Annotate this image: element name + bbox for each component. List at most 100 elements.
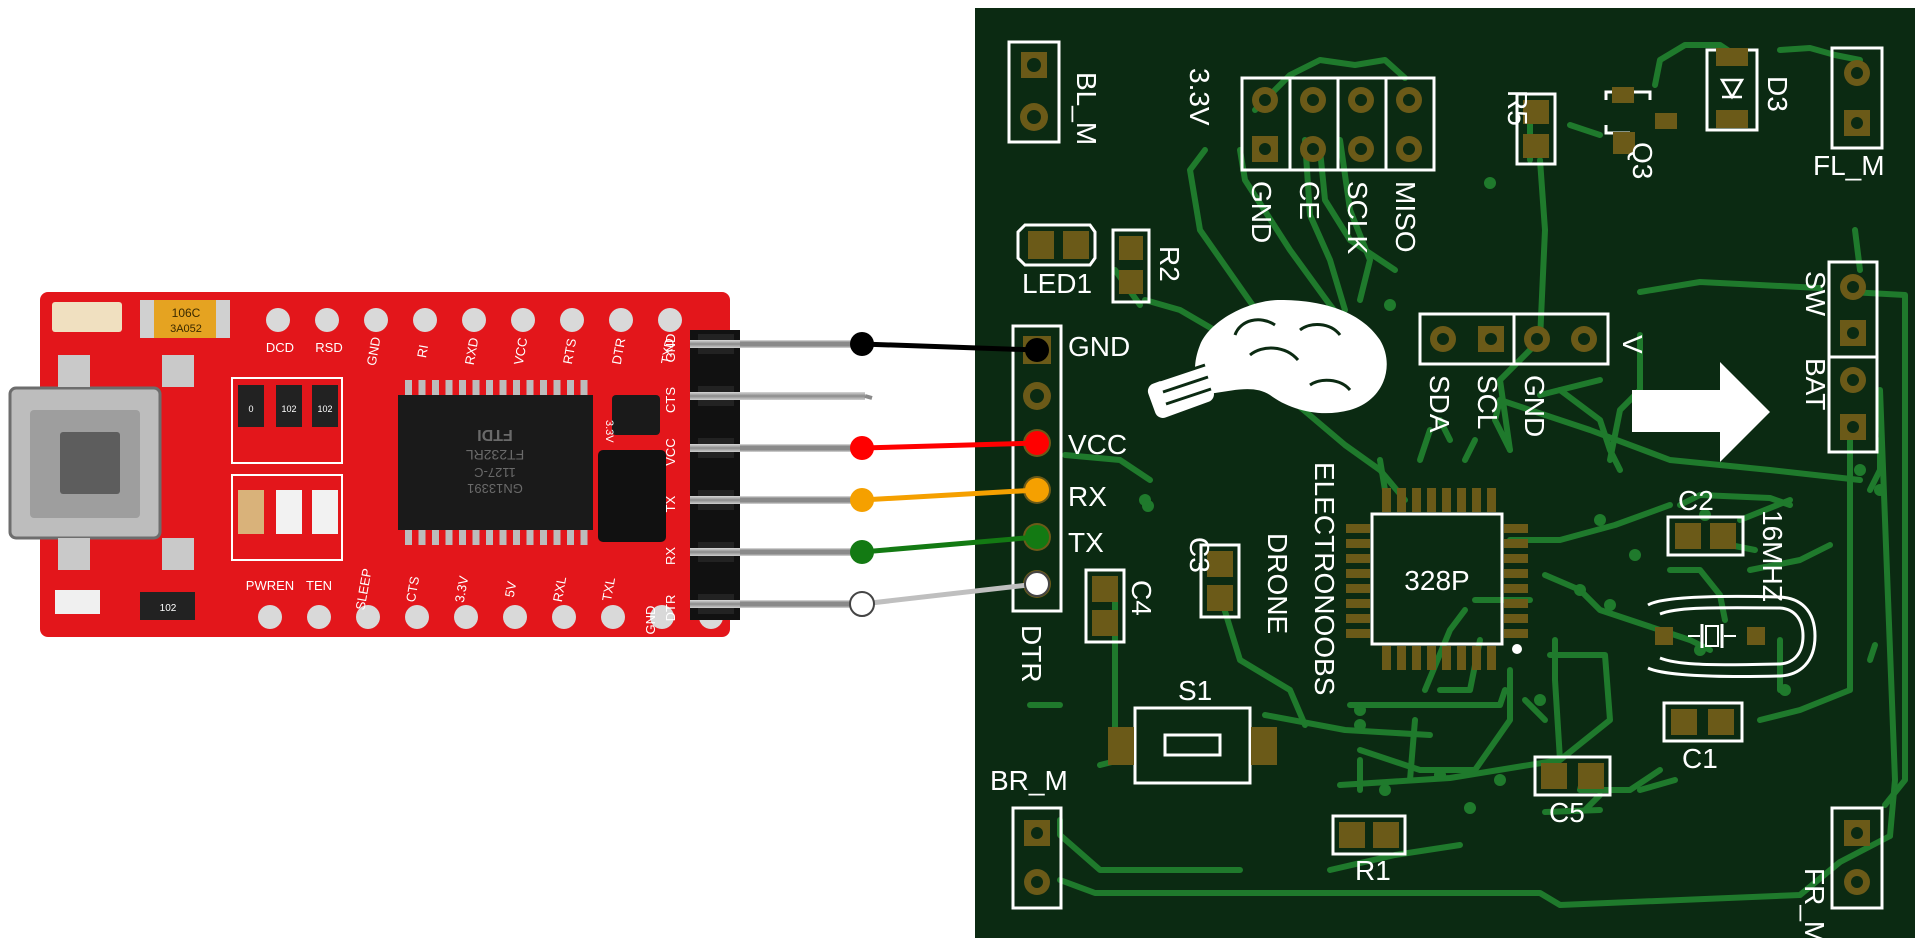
ftdi-header-extra-label: GND [643,606,658,635]
atmega-pad [1382,646,1391,670]
s1-label: S1 [1178,675,1212,706]
atmega-pad [1397,488,1406,512]
chip-leg [432,380,439,398]
ftdi-resistor-group: 0 102 102 [231,377,343,561]
chip-leg [472,380,480,398]
ftdi-header [690,330,865,620]
lightbulb-logo-icon [1147,300,1387,418]
c2-label: C2 [1678,485,1714,516]
chip-leg [526,380,534,398]
v-label: V [1617,335,1648,354]
ftdi-top-pin-label: RTS [560,337,579,365]
atmega-pad [1412,488,1421,512]
fr-m-connector [1830,806,1884,910]
top-pin-hole [315,308,339,332]
wire-end-dot-dtr [1024,571,1050,597]
c2-capacitor [1666,515,1745,557]
ftdi-top-pin-label: RI [414,344,431,359]
atmega-pad [1346,539,1370,548]
bottom-pin-hole [405,605,429,629]
ftdi-bottom-pin-label: PWREN [246,578,294,593]
chip-leg [405,527,412,545]
ftdi-header-pin-label: TX [663,495,678,512]
ftdi-top-pin-label: RXD [462,336,482,366]
pcb-body [975,8,1915,938]
res-code-0: 0 [248,404,253,414]
i2c-gnd-label: GND [1519,375,1550,437]
wire-end-dot-vcc [1025,431,1049,455]
r1-label: R1 [1355,855,1391,886]
top-pin-hole [658,308,682,332]
s1-switch [1108,706,1277,785]
pcb-gnd-label: GND [1068,331,1130,362]
chip-leg [432,527,439,545]
c4-label: C4 [1126,580,1157,616]
ftdi-bottom-pin-label: TEN [306,578,332,593]
wire-dot-rx [850,488,874,512]
wire-dot-gnd [850,332,874,356]
top-pin-hole [462,308,486,332]
bl-m-connector [1007,40,1061,144]
chip-leg [513,380,520,398]
spi-header [1240,76,1436,172]
atmega-pad [1427,488,1436,512]
top-pin-hole [413,308,437,332]
chip-leg [499,380,507,398]
bottom-pin-hole [356,605,380,629]
q3-label: Q3 [1627,142,1658,179]
wire-dot-vcc [850,436,874,460]
atmega-pad [1427,646,1436,670]
top-pin-hole [609,308,633,332]
sclk-label: SCLK [1342,181,1373,254]
chip-leg [405,380,412,398]
chip-328p-label: 328P [1404,565,1469,596]
chip-leg [540,527,547,545]
drone-pcb: BL_M 3.3V GND CE SCLK MISO R5 [975,8,1915,939]
crystal-16mhz [1647,594,1817,679]
chip-leg [459,527,466,545]
cap-code2: 3A052 [170,323,202,335]
chip-leg [567,380,574,398]
chip-leg [499,527,507,545]
res-code-3: 102 [160,603,177,614]
jumper-cap[interactable] [598,450,666,542]
chip-leg [553,527,561,545]
atmega-pad [1504,554,1528,563]
c3-label: C3 [1184,537,1215,573]
sw-bat-header [1827,260,1879,454]
spi-gnd-label: GND [1246,181,1277,243]
sda-label: SDA [1424,375,1455,433]
ftdi-top-pin-label: RSD [315,340,342,355]
r5-label: R5 [1502,90,1533,126]
chip-code2: 1127-C [474,465,516,480]
atmega-chip [1346,488,1528,670]
atmega-pad [1346,584,1370,593]
atmega-pad [1457,646,1466,670]
c1-label: C1 [1682,743,1718,774]
ftdi-top-pin-label: DCD [266,340,294,355]
wire-dot-tx [850,540,874,564]
top-pin-hole [560,308,584,332]
ftdi-chip-body [398,395,593,530]
wire-vcc [861,440,1038,451]
br-m-connector [1011,806,1063,910]
scl-label: SCL [1472,375,1503,429]
miso-label: MISO [1390,181,1421,253]
sw-label: SW [1800,271,1831,317]
bottom-pin-hole [454,605,478,629]
wire-gnd [861,341,1038,353]
fl-m-label: FL_M [1813,150,1885,181]
res-code-2: 102 [317,404,332,414]
top-pin-hole [266,308,290,332]
chip-leg [567,527,574,545]
chip-code1: FT232RL [466,447,525,463]
cap-code: 106C [172,306,201,320]
fl-m-connector [1830,46,1884,150]
d3-diode [1705,48,1759,132]
ftdi-top-pin-holes [266,308,682,332]
atmega-pad [1504,584,1528,593]
voltage-jumper[interactable]: 3.3V [598,395,666,542]
ftdi-bottom-pin-label: CTS [403,575,422,604]
